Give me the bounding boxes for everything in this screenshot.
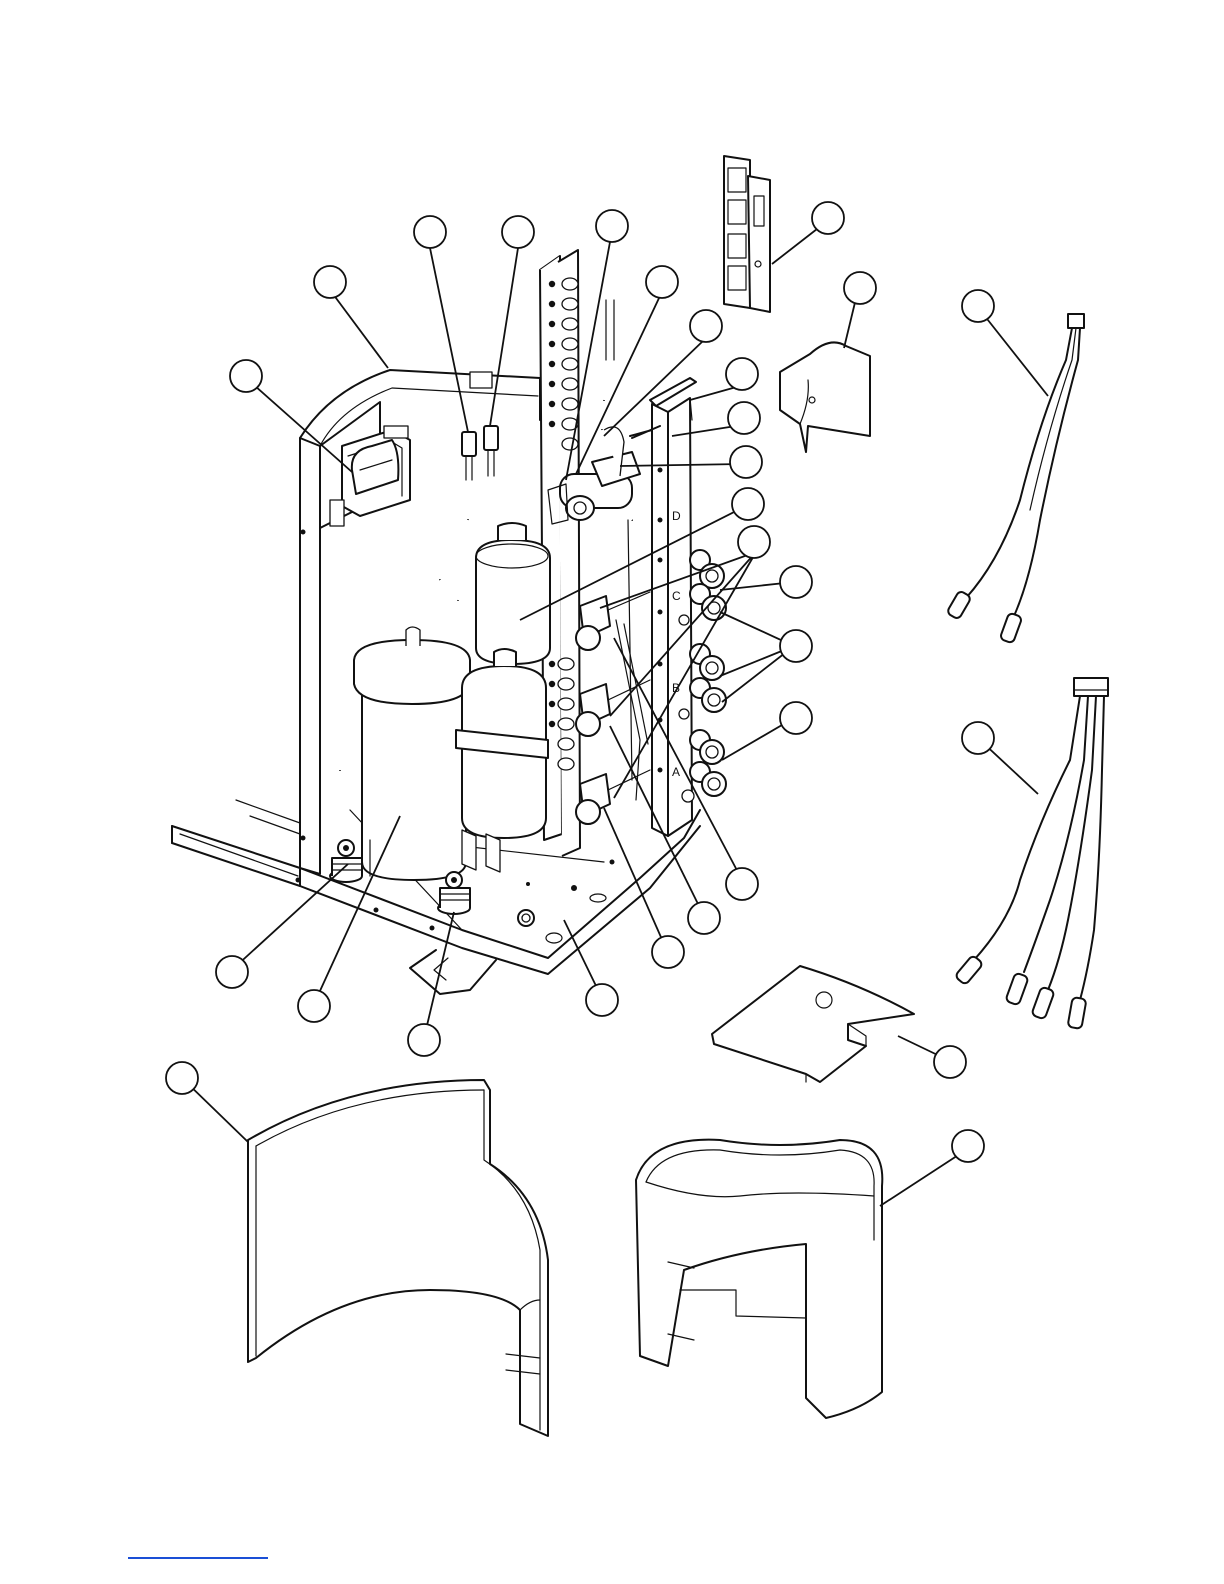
reactor — [330, 426, 410, 526]
callout-balloon — [688, 902, 720, 934]
base-nut — [518, 910, 534, 926]
panel-letter-b: B — [672, 681, 680, 695]
callout-balloon — [230, 360, 262, 392]
callout-balloon — [726, 868, 758, 900]
callout-balloon — [502, 216, 534, 248]
callout-balloon — [934, 1046, 966, 1078]
accumulator-lower — [456, 649, 548, 872]
compressor-insulation-wrap — [248, 1080, 548, 1436]
callout-balloon — [730, 446, 762, 478]
callout-balloon — [732, 488, 764, 520]
callout-balloon — [962, 290, 994, 322]
callout-balloon — [646, 266, 678, 298]
sensor-harness-2-wire — [946, 314, 1084, 644]
panel-letter-a: A — [672, 765, 680, 779]
callout-balloon — [408, 1024, 440, 1056]
callout-balloon — [726, 358, 758, 390]
callout-balloon — [298, 990, 330, 1022]
callout-balloon — [844, 272, 876, 304]
accumulator-upper — [476, 523, 550, 664]
compressor — [354, 627, 470, 880]
footer-link-rule[interactable] — [128, 1557, 268, 1559]
sound-pad-cover — [712, 966, 914, 1082]
panel-letter-d: D — [672, 509, 681, 523]
callout-balloon — [314, 266, 346, 298]
callout-balloon — [414, 216, 446, 248]
expansion-valves — [576, 520, 650, 824]
callout-balloon — [652, 936, 684, 968]
valve-mounting-plate: D C B A — [630, 378, 696, 836]
callout-balloon — [952, 1130, 984, 1162]
callout-balloon — [586, 984, 618, 1016]
terminal-cover — [780, 342, 870, 452]
callout-balloon — [812, 202, 844, 234]
callout-balloon — [780, 702, 812, 734]
callout-balloon — [738, 526, 770, 558]
callout-balloon — [596, 210, 628, 242]
callout-balloon — [690, 310, 722, 342]
callout-balloon — [166, 1062, 198, 1094]
panel-letter-c: C — [672, 589, 681, 603]
callout-balloon — [780, 566, 812, 598]
accumulator-insulation-wrap — [636, 1140, 882, 1418]
callout-balloon — [962, 722, 994, 754]
callout-balloon — [216, 956, 248, 988]
terminal-board — [724, 156, 770, 312]
callout-balloon — [728, 402, 760, 434]
callout-balloon — [780, 630, 812, 662]
